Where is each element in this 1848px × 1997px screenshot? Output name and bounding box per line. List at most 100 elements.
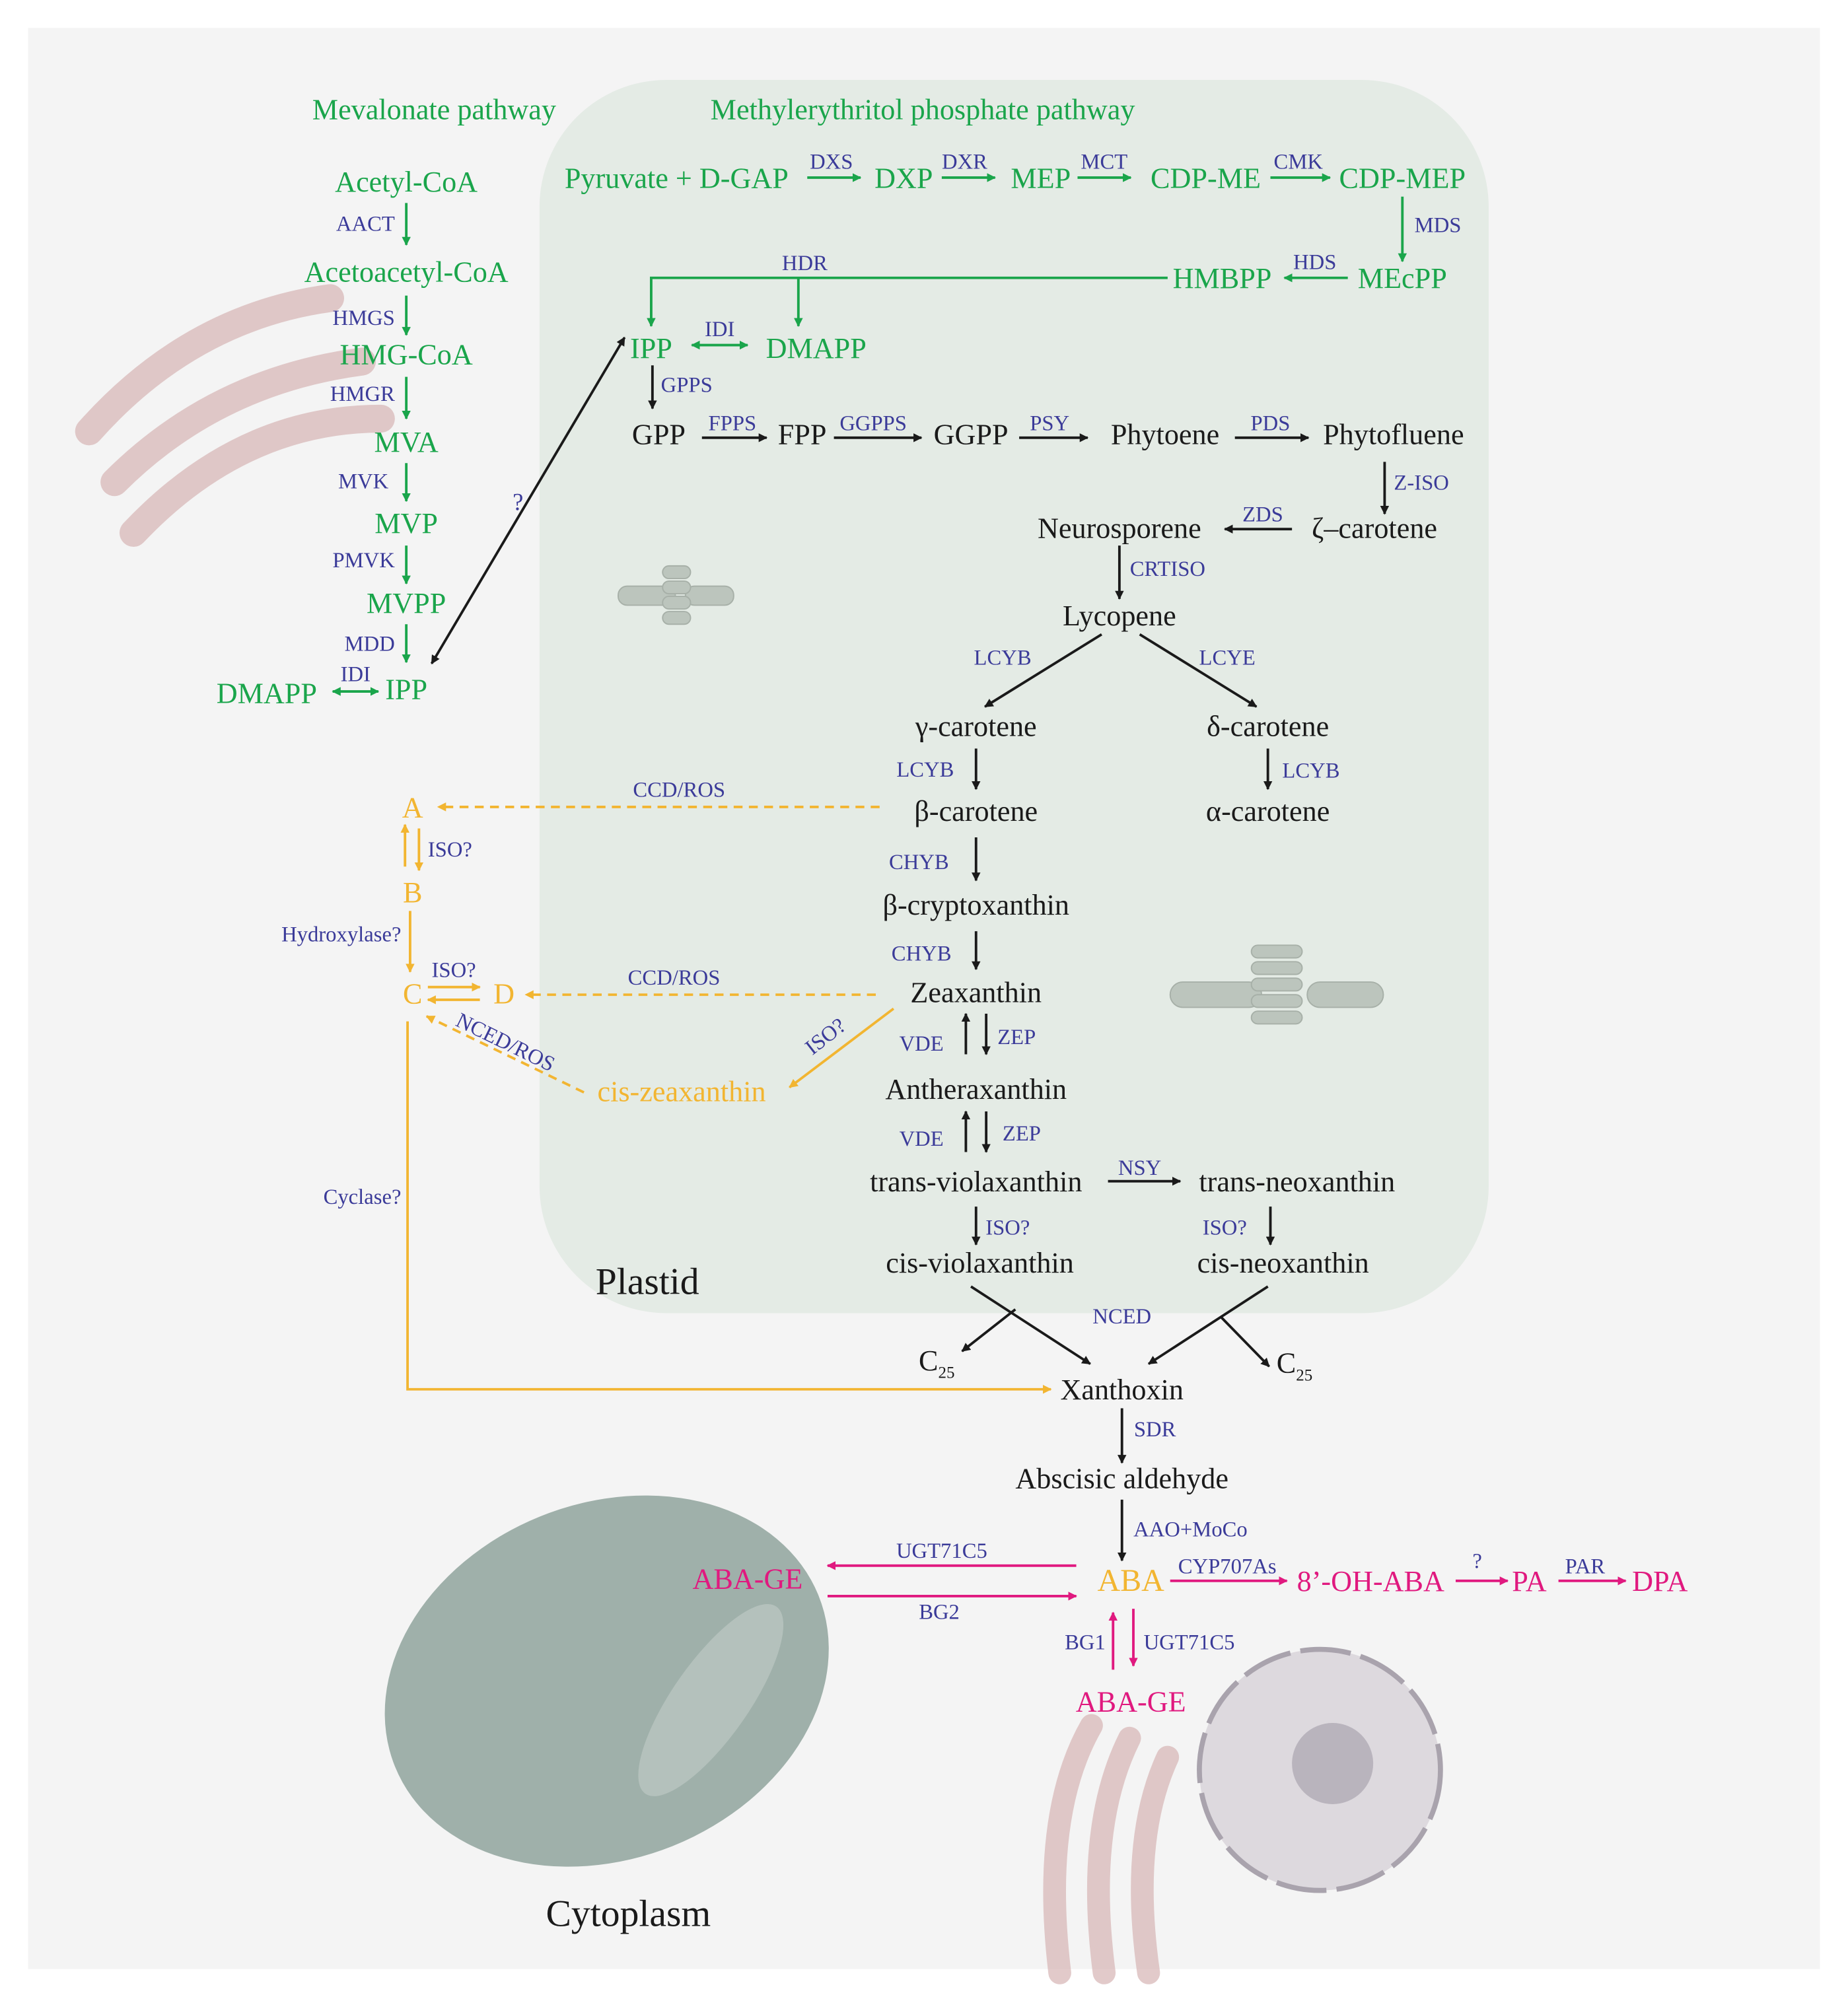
metabolite-mvp: MVP	[374, 507, 438, 540]
metabolite-hmg-coa: HMG-CoA	[340, 338, 473, 370]
metabolite-phytoene: Phytoene	[1111, 418, 1219, 450]
alt-metabolites: A B C D cis-zeaxanthin	[402, 791, 766, 1107]
thylakoid-icon	[618, 565, 734, 625]
mitochondrion-decoration	[75, 284, 395, 547]
mep-metabolites: Pyruvate + D-GAP DXP MEP CDP-ME CDP-MEP …	[565, 162, 1466, 364]
enzyme-idi-cytosol: IDI	[341, 663, 371, 687]
enzyme-lcyb-branch: LCYB	[974, 647, 1032, 670]
metabolite-dmapp-cytosol: DMAPP	[217, 677, 317, 709]
metabolite-cdp-mep: CDP-MEP	[1339, 162, 1466, 194]
metabolite-8oh-aba: 8’-OH-ABA	[1297, 1565, 1444, 1597]
aba-enzymes: UGT71C5 BG2 CYP707As ? PAR BG1 UGT71C5	[896, 1539, 1605, 1654]
cytoplasm-label: Cytoplasm	[546, 1893, 711, 1934]
thylakoid-icon-large	[1169, 944, 1384, 1025]
metabolite-cis-neoxanthin: cis-neoxanthin	[1197, 1247, 1369, 1279]
metabolite-delta-carotene: δ-carotene	[1207, 710, 1329, 742]
enzyme-chyb-2: CHYB	[892, 942, 952, 965]
mva-arrows	[332, 203, 411, 696]
enzyme-ugt71c5-bottom: UGT71C5	[1144, 1631, 1235, 1655]
metabolite-aba: ABA	[1097, 1563, 1164, 1598]
enzyme-par: PAR	[1565, 1555, 1606, 1578]
metabolite-beta-carotene: β-carotene	[914, 795, 1038, 827]
metabolite-dpa: DPA	[1632, 1565, 1688, 1597]
mva-metabolites: Acetyl-CoA Acetoacetyl-CoA HMG-CoA MVA M…	[217, 166, 509, 709]
enzyme-cmk: CMK	[1274, 151, 1324, 174]
carotenoid-metabolites: GPP FPP GGPP Phytoene Phytofluene ζ–caro…	[632, 418, 1464, 1494]
enzyme-hdr: HDR	[782, 252, 828, 275]
metabolite-a: A	[402, 791, 423, 823]
metabolite-ipp-plastid: IPP	[630, 332, 672, 365]
metabolite-lycopene: Lycopene	[1063, 600, 1176, 632]
transport-question-label: ?	[513, 488, 523, 515]
enzyme-iso-viola: ISO?	[985, 1216, 1030, 1240]
mva-enzymes: AACT HMGS HMGR MVK PMVK MDD IDI	[330, 213, 395, 687]
enzyme-pmvk: PMVK	[332, 549, 395, 573]
enzyme-pds: PDS	[1251, 411, 1291, 435]
metabolite-cis-violaxanthin: cis-violaxanthin	[886, 1247, 1074, 1279]
enzyme-aao-moco: AAO+MoCo	[1133, 1518, 1248, 1542]
enzyme-iso-neo: ISO?	[1203, 1216, 1247, 1240]
enzyme-mvk: MVK	[338, 470, 389, 494]
metabolite-fpp: FPP	[778, 418, 827, 450]
enzyme-lcyb-delta: LCYB	[1282, 759, 1339, 783]
enzyme-vde-1: VDE	[900, 1032, 944, 1056]
metabolite-mvpp: MVPP	[367, 587, 446, 619]
metabolite-beta-cryptoxanthin: β-cryptoxanthin	[883, 889, 1070, 921]
metabolite-c25-right: C25	[1277, 1347, 1312, 1385]
enzyme-mdd: MDD	[345, 633, 395, 656]
metabolite-gamma-carotene: γ-carotene	[915, 710, 1037, 742]
metabolite-acetoacetyl-coa: Acetoacetyl-CoA	[304, 256, 509, 289]
metabolite-zeaxanthin: Zeaxanthin	[910, 977, 1042, 1009]
nucleus-decoration	[1197, 1646, 1443, 1893]
metabolite-cis-zeaxanthin: cis-zeaxanthin	[598, 1076, 766, 1108]
metabolite-pyruvate-dgap: Pyruvate + D-GAP	[565, 162, 789, 194]
metabolite-dmapp-plastid: DMAPP	[766, 332, 867, 365]
plastid-label: Plastid	[596, 1261, 699, 1303]
enzyme-zds: ZDS	[1242, 503, 1283, 527]
metabolite-d: D	[493, 978, 515, 1010]
metabolite-c25-left: C25	[919, 1345, 954, 1382]
enzyme-nced: NCED	[1092, 1305, 1151, 1329]
metabolite-acetyl-coa: Acetyl-CoA	[335, 166, 478, 198]
metabolite-aba-ge-bottom: ABA-GE	[1076, 1686, 1186, 1718]
enzyme-bg2: BG2	[919, 1600, 960, 1624]
metabolite-dxp: DXP	[874, 162, 933, 194]
metabolite-cdp-me: CDP-ME	[1151, 162, 1261, 194]
mevalonate-heading: Mevalonate pathway	[312, 94, 556, 126]
enzyme-lcyb-gamma: LCYB	[896, 758, 954, 782]
aba-catabolism-arrows	[826, 1561, 1627, 1670]
metabolite-neurosporene: Neurosporene	[1038, 512, 1201, 545]
metabolite-gpp: GPP	[632, 418, 686, 450]
enzyme-bg1: BG1	[1065, 1631, 1106, 1655]
enzyme-iso-ab: ISO?	[428, 838, 472, 862]
metabolite-phytofluene: Phytofluene	[1323, 418, 1464, 450]
alternative-arrows	[400, 802, 1052, 1394]
enzyme-unknown-pa: ?	[1472, 1550, 1481, 1574]
metabolite-alpha-carotene: α-carotene	[1206, 795, 1330, 827]
mep-enzymes: DXS DXR MCT CMK MDS HDS HDR IDI	[705, 151, 1461, 342]
enzyme-psy: PSY	[1030, 411, 1069, 435]
metabolite-hmbpp: HMBPP	[1173, 262, 1272, 295]
enzyme-idi-plastid: IDI	[705, 318, 734, 341]
enzyme-dxs: DXS	[810, 151, 853, 174]
enzyme-ugt71c5-left: UGT71C5	[896, 1539, 987, 1563]
enzyme-iso-cd: ISO?	[432, 958, 476, 982]
metabolite-mep: MEP	[1011, 162, 1071, 194]
enzyme-mct: MCT	[1081, 151, 1127, 174]
enzyme-fpps: FPPS	[709, 411, 757, 435]
metabolite-aba-ge-left: ABA-GE	[693, 1562, 803, 1595]
enzyme-vde-2: VDE	[900, 1127, 944, 1151]
enzyme-hmgr: HMGR	[330, 382, 395, 406]
enzyme-cyclase: Cyclase?	[324, 1185, 402, 1209]
metabolite-zeta-carotene: ζ–carotene	[1312, 512, 1437, 545]
enzyme-hydroxylase: Hydroxylase?	[281, 923, 401, 947]
enzyme-chyb-1: CHYB	[889, 851, 949, 874]
enzyme-mds: MDS	[1415, 214, 1462, 238]
enzyme-ccd-ros-1: CCD/ROS	[633, 779, 725, 802]
carotenoid-arrows	[430, 336, 1390, 1562]
headings: Mevalonate pathway Methylerythritol phos…	[312, 94, 1135, 1935]
enzyme-nsy: NSY	[1118, 1156, 1161, 1180]
enzyme-cyp707as: CYP707As	[1178, 1555, 1277, 1578]
metabolite-antheraxanthin: Antheraxanthin	[885, 1073, 1067, 1105]
